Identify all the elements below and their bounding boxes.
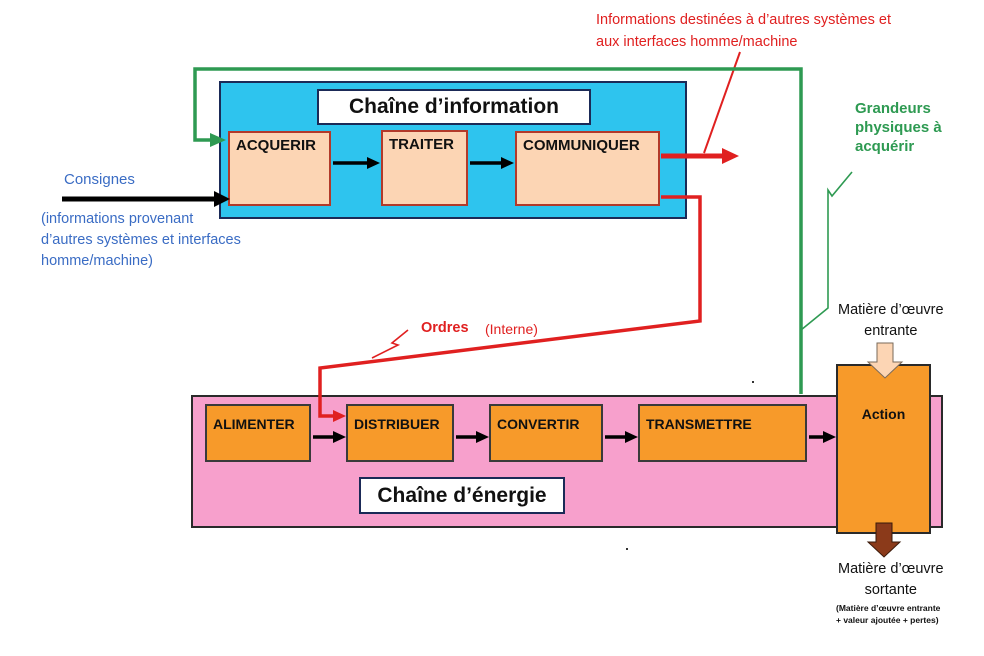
grandeurs-line: Grandeurs [855, 100, 931, 117]
ordres-arrow-head [333, 410, 346, 422]
information-chain-title: Chaîne d’information [317, 89, 591, 125]
consignes-detail: (informations provenant d’autres système… [41, 209, 241, 272]
consignes-label: Consignes [64, 171, 135, 188]
grandeurs-label: Grandeurs physiques à acquérir [855, 99, 942, 156]
informations-out-line: aux interfaces homme/machine [596, 34, 798, 50]
feedback-arrow-head [210, 133, 226, 147]
informations-out-label: Informations destinées à d’autres systèm… [596, 9, 891, 53]
arrow-acquerir-traiter-head [367, 157, 380, 169]
feedback-line [193, 67, 803, 394]
stray-dot [626, 548, 628, 550]
consignes-detail-line: d’autres systèmes et interfaces [41, 232, 241, 248]
block-distribuer: DISTRIBUER [346, 404, 454, 462]
arrow-distribuer-convertir-head [476, 431, 489, 443]
matiere-sortante-line: sortante [864, 582, 917, 598]
matiere-sortante-line: Matière d’œuvre [838, 561, 944, 577]
grandeurs-lightning [800, 171, 853, 331]
matiere-sortante-detail: (Matière d’œuvre entrante + valeur ajout… [836, 602, 940, 626]
matiere-entrante-line: Matière d’œuvre [838, 302, 944, 318]
stray-dot [752, 381, 754, 383]
matiere-sortante-label: Matière d’œuvre sortante [838, 559, 944, 601]
ordres-lightning [371, 329, 409, 359]
ordres-interne-label: (Interne) [485, 321, 538, 337]
block-alimenter: ALIMENTER [205, 404, 311, 462]
matiere-sortante-detail-line: + valeur ajoutée + pertes) [836, 615, 939, 625]
info-out-arrow-head [722, 148, 739, 164]
block-convertir: CONVERTIR [489, 404, 603, 462]
grandeurs-line: physiques à [855, 119, 942, 136]
grandeurs-line: acquérir [855, 138, 915, 155]
block-transmettre: TRANSMETTRE [638, 404, 807, 462]
block-traiter: TRAITER [381, 130, 468, 206]
matiere-entrante-arrow [866, 342, 904, 379]
consignes-detail-line: (informations provenant [41, 211, 194, 227]
block-communiquer: COMMUNIQUER [515, 131, 660, 206]
arrow-traiter-communiquer-head [501, 157, 514, 169]
info-out-leader [703, 51, 741, 154]
arrow-convertir-transmettre-head [625, 431, 638, 443]
informations-out-line: Informations destinées à d’autres systèm… [596, 12, 891, 28]
ordres-label: Ordres [421, 320, 469, 336]
matiere-entrante-label: Matière d’œuvre entrante [838, 300, 944, 342]
consignes-arrow-head [214, 191, 230, 207]
energy-chain-title: Chaîne d’énergie [359, 477, 565, 514]
block-action: Action [836, 364, 931, 534]
matiere-sortante-arrow [866, 522, 902, 558]
block-acquerir: ACQUERIR [228, 131, 331, 206]
matiere-entrante-line: entrante [864, 323, 918, 339]
ordres-line [318, 195, 702, 418]
arrow-transmettre-action-head [823, 431, 836, 443]
consignes-detail-line: homme/machine) [41, 253, 154, 269]
arrow-alimenter-distribuer-head [333, 431, 346, 443]
matiere-sortante-detail-line: (Matière d’œuvre entrante [836, 603, 941, 613]
